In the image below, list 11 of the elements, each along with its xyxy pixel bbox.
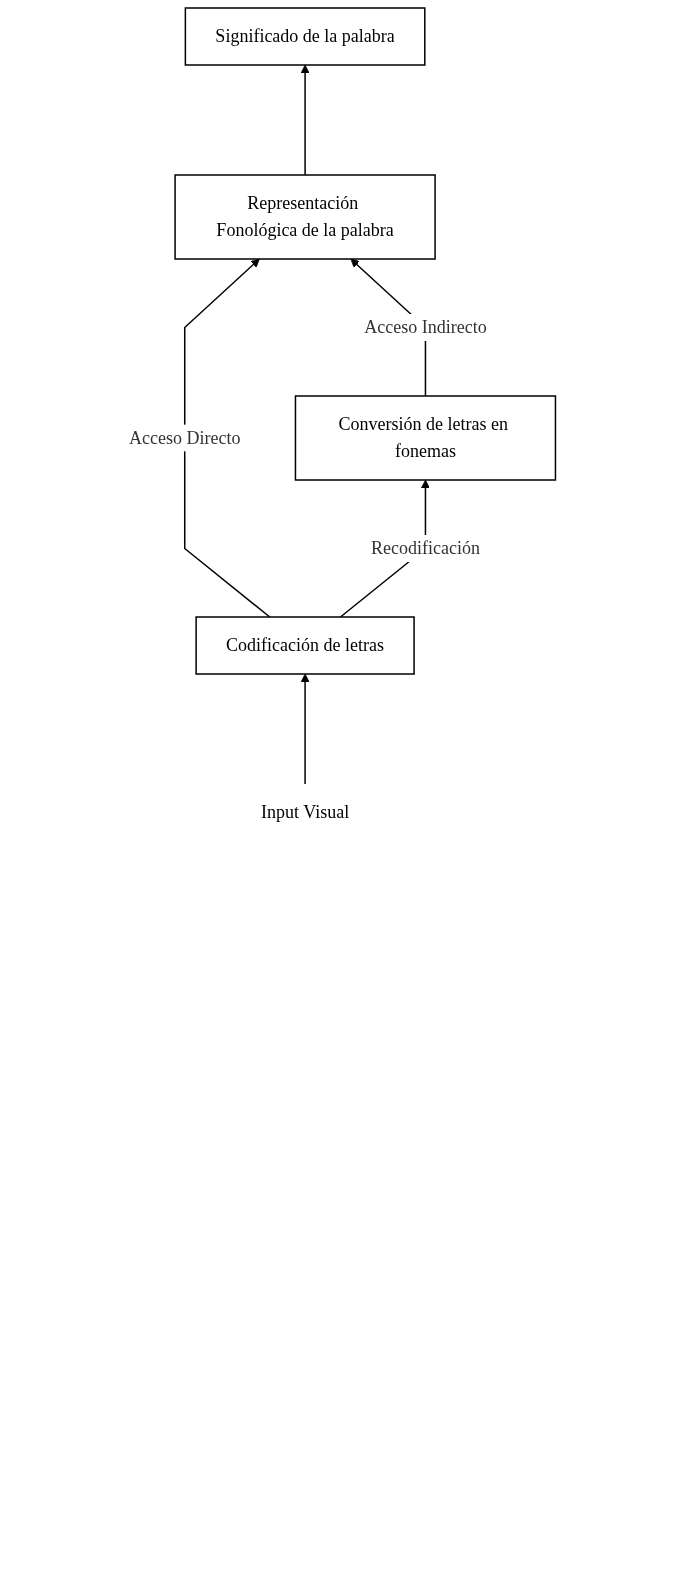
edge-label: Acceso Indirecto: [363, 317, 487, 337]
node-box: Conversión de letras en fonemas: [294, 395, 556, 481]
node-box: Significado de la palabra: [184, 7, 426, 66]
arrow: [183, 258, 271, 618]
node-text: Input Visual: [260, 802, 349, 822]
node-box: Codificación de letras: [195, 616, 415, 675]
edge-label: Acceso Directo: [128, 427, 241, 448]
arrow: [300, 64, 310, 176]
node-box: Representación Fonológica de la palabra: [174, 174, 436, 260]
arrow: [300, 673, 310, 785]
edge-label: Recodificación: [370, 538, 480, 558]
